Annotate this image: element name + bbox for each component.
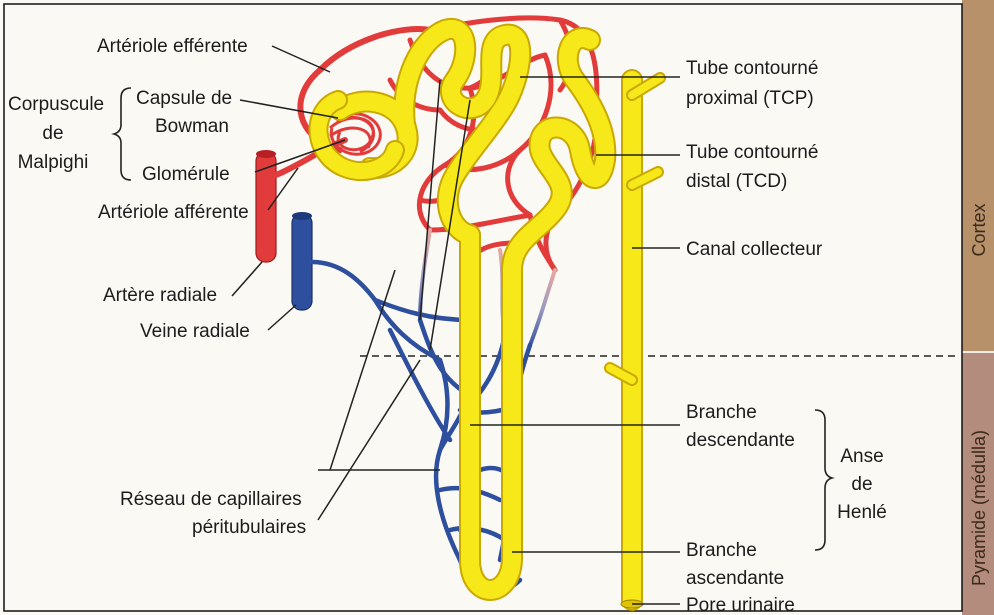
veine-radiale (292, 214, 312, 310)
label-arteriole-afferente: Artériole afférente (98, 202, 249, 223)
label-capsule-2: Bowman (155, 116, 229, 137)
label-reseau-1: Réseau de capillaires (120, 489, 302, 510)
label-tcp-1: Tube contourné (686, 58, 818, 79)
label-reseau-2: péritubulaires (192, 517, 306, 538)
label-anse-3: Henlé (837, 502, 887, 523)
label-canal-collecteur: Canal collecteur (686, 239, 823, 260)
label-glomerule: Glomérule (142, 164, 230, 185)
side-bands: Cortex Pyramide (médulla) (962, 0, 994, 615)
cortex-band-label: Cortex (969, 203, 989, 256)
label-anse-2: de (851, 474, 872, 495)
label-pore-urinaire: Pore urinaire (686, 595, 795, 615)
corpuscule-bracket (114, 88, 131, 180)
label-artere-radiale: Artère radiale (103, 285, 217, 306)
label-capsule-1: Capsule de (136, 88, 232, 109)
label-tcp-2: proximal (TCP) (686, 88, 814, 109)
label-branche-asc-2: ascendante (686, 568, 784, 589)
label-arteriole-efferente: Artériole efférente (97, 36, 248, 57)
label-branche-asc-1: Branche (686, 540, 757, 561)
label-veine-radiale: Veine radiale (140, 321, 250, 342)
label-branche-desc-2: descendante (686, 430, 795, 451)
label-corpuscule-3: Malpighi (18, 152, 89, 173)
label-branche-desc-1: Branche (686, 402, 757, 423)
label-tcd-2: distal (TCD) (686, 171, 787, 192)
label-corpuscule-2: de (42, 123, 63, 144)
label-anse-1: Anse (840, 446, 883, 467)
vessels (256, 18, 597, 591)
pyramide-band-label: Pyramide (médulla) (969, 430, 989, 586)
cortex-band (962, 0, 994, 352)
label-corpuscule-1: Corpuscule (8, 94, 104, 115)
nephron-tubule (319, 29, 660, 608)
label-tcd-1: Tube contourné (686, 142, 818, 163)
anse-bracket (815, 410, 832, 550)
